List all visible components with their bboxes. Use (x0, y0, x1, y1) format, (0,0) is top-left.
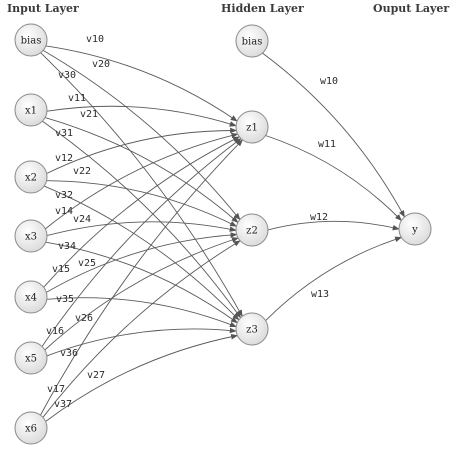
weight-label-v-5-0: v16 (46, 326, 64, 337)
weight-label-v-4-1: v25 (78, 258, 96, 269)
edge-input-6-z2 (42, 240, 241, 418)
edge-input-4-z1 (43, 136, 240, 288)
edge-input-6-z1 (40, 139, 243, 416)
weight-label-v-3-2: v34 (58, 241, 76, 252)
input-node-x6-label: x6 (25, 424, 37, 435)
input-node-x5-label: x5 (25, 354, 37, 365)
input-node-bias: bias (14, 23, 48, 57)
hidden-layer-title: Hidden Layer (221, 2, 304, 15)
hidden-node-z2-label: z2 (246, 226, 258, 237)
weight-label-v-6-2: v37 (54, 399, 72, 410)
weight-label-v-5-2: v36 (60, 348, 78, 359)
weight-label-v-4-2: v35 (56, 294, 74, 305)
edge-hidden-3-y (265, 236, 403, 321)
edge-input-3-z2 (46, 221, 237, 237)
edge-input-1-z1 (46, 105, 237, 127)
hidden-node-z1-label: z1 (246, 123, 258, 134)
weight-label-v-0-1: v20 (92, 59, 110, 70)
hidden-node-z1-circle (235, 110, 269, 144)
weight-label-v-0-2: v30 (58, 70, 76, 81)
weight-label-v-5-1: v26 (75, 313, 93, 324)
edge-input-4-z2 (46, 232, 238, 293)
edge-input-4-z3 (46, 297, 237, 328)
edge-input-3-z1 (45, 132, 239, 230)
output-node-y-circle (398, 212, 432, 246)
weight-label-w-3: w13 (311, 289, 329, 300)
weight-label-w-0: w10 (320, 76, 338, 87)
hidden-node-bias-circle (235, 24, 269, 58)
edge-hidden-0-y (262, 52, 405, 218)
edge-input-3-z3 (45, 241, 238, 324)
weight-label-v-6-1: v27 (87, 370, 105, 381)
input-node-x4-label: x4 (25, 293, 37, 304)
input-node-x1-circle (14, 93, 48, 127)
input-node-x2: x2 (14, 160, 48, 194)
edge-input-0-z1 (45, 45, 238, 122)
output-node-y: y (398, 212, 432, 246)
edge-input-2-z1 (46, 127, 238, 174)
edge-input-1-z2 (44, 117, 239, 223)
weight-label-v-4-0: v15 (52, 264, 70, 275)
input-layer-title: Input Layer (7, 2, 79, 15)
weight-label-v-6-0: v17 (47, 384, 65, 395)
edge-input-2-z3 (44, 185, 240, 321)
weight-label-v-1-2: v31 (55, 128, 73, 139)
edge-input-5-z2 (44, 237, 239, 351)
input-node-x5-circle (14, 341, 48, 375)
hidden-node-z3-label: z3 (246, 325, 258, 336)
hidden-node-bias: bias (235, 24, 269, 58)
weight-label-v-1-0: v11 (68, 93, 86, 104)
input-node-x3: x3 (14, 219, 48, 253)
input-node-x3-label: x3 (25, 232, 37, 243)
weight-label-v-3-1: v24 (73, 214, 91, 225)
input-node-x1-label: x1 (25, 106, 37, 117)
output-node-y-label: y (411, 225, 418, 236)
weight-label-v-2-0: v12 (55, 153, 73, 164)
edge-input-0-z3 (40, 52, 243, 317)
input-node-x3-circle (14, 219, 48, 253)
edge-input-6-z3 (45, 333, 239, 422)
input-node-x5: x5 (14, 341, 48, 375)
input-node-x2-circle (14, 160, 48, 194)
input-node-x4-circle (14, 280, 48, 314)
hidden-node-z2: z2 (235, 213, 269, 247)
weight-label-v-1-1: v21 (80, 109, 98, 120)
weight-label-w-2: w12 (310, 212, 328, 223)
weight-label-v-2-2: v32 (55, 190, 73, 201)
input-node-x4: x4 (14, 280, 48, 314)
output-layer-title: Ouput Layer (373, 2, 450, 15)
edge-input-2-z2 (46, 180, 238, 227)
hidden-node-z1: z1 (235, 110, 269, 144)
hidden-node-z3-circle (235, 312, 269, 346)
input-node-bias-circle (14, 23, 48, 57)
hidden-node-bias-label: bias (242, 37, 263, 48)
hidden-node-z2-circle (235, 213, 269, 247)
weight-label-v-0-0: v10 (86, 34, 104, 45)
input-node-bias-label: bias (21, 36, 42, 47)
input-node-x6-circle (14, 411, 48, 445)
edge-input-5-z1 (41, 138, 242, 347)
edge-hidden-2-y (267, 220, 400, 231)
edge-hidden-1-y (265, 135, 402, 221)
weight-label-v-3-0: v14 (55, 206, 73, 217)
weight-label-w-1: w11 (318, 139, 336, 150)
weight-label-v-2-1: v22 (73, 166, 91, 177)
input-node-x1: x1 (14, 93, 48, 127)
edge-input-0-z2 (42, 50, 241, 221)
edge-input-1-z3 (42, 120, 242, 319)
input-node-x6: x6 (14, 411, 48, 445)
hidden-node-z3: z3 (235, 312, 269, 346)
input-node-x2-label: x2 (25, 173, 37, 184)
edge-input-5-z3 (46, 327, 237, 357)
